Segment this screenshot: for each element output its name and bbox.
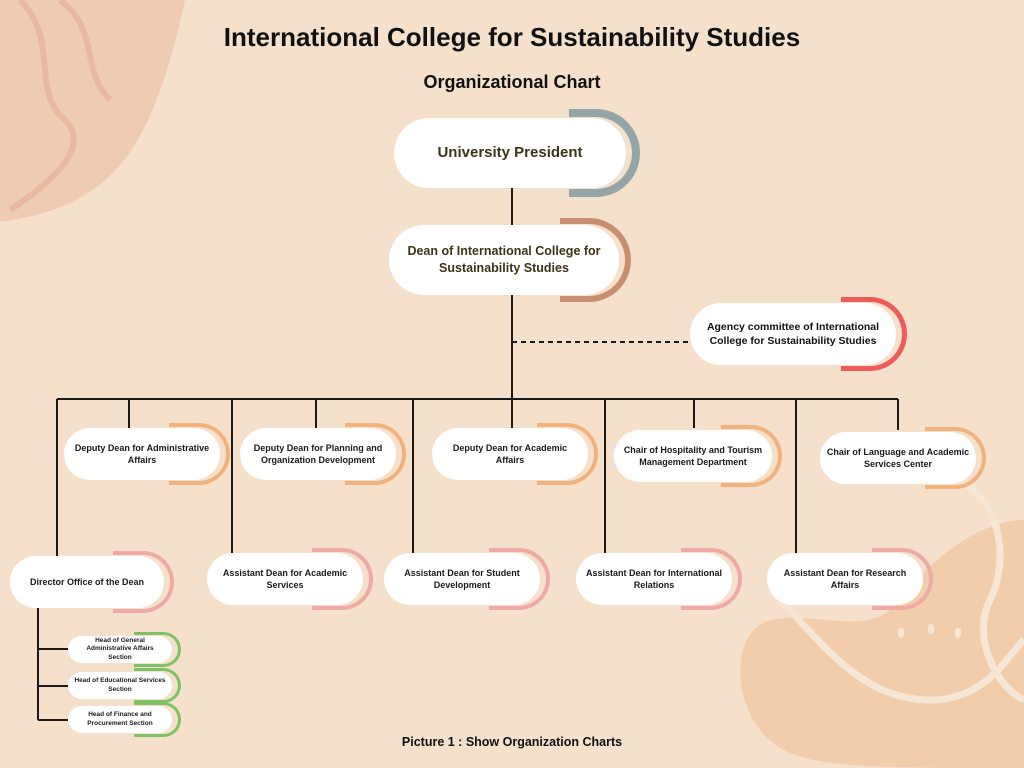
- page-title: International College for Sustainability…: [223, 22, 801, 52]
- accent-arc: [721, 425, 782, 487]
- accent-arc: [569, 109, 640, 197]
- node-label: Head of Educational Services Section: [74, 677, 166, 693]
- node-label: Deputy Dean for Planning and Organizatio…: [253, 442, 383, 465]
- figure-caption: Picture 1 : Show Organization Charts: [401, 735, 623, 749]
- chart-subtitle: Organizational Chart: [423, 72, 601, 92]
- node-deputy-dean-academic: Deputy Dean for Academic Affairs: [432, 423, 598, 485]
- accent-arc: [537, 423, 598, 485]
- node-label: Director Office of the Dean: [29, 576, 145, 587]
- node-deputy-dean-administrative: Deputy Dean for Administrative Affairs: [64, 423, 230, 485]
- node-label: Assistant Dean for Research Affairs: [783, 567, 907, 590]
- node-label: Agency committee of International Colleg…: [706, 320, 880, 347]
- node-chair-language: Chair of Language and Academic Services …: [820, 427, 986, 489]
- accent-arc: [113, 551, 174, 613]
- node-agency-committee: Agency committee of International Colleg…: [690, 297, 907, 371]
- accent-arc: [134, 632, 181, 667]
- accent-arc: [489, 548, 550, 610]
- node-label: Chair of Language and Academic Services …: [826, 446, 970, 469]
- accent-arc: [345, 423, 406, 485]
- node-head-educational: Head of Educational Services Section: [68, 668, 181, 703]
- accent-arc: [312, 548, 373, 610]
- node-head-finance: Head of Finance and Procurement Section: [68, 702, 181, 737]
- node-chair-hospitality: Chair of Hospitality and Tourism Managem…: [614, 425, 782, 487]
- accent-arc: [925, 427, 986, 489]
- node-label: Deputy Dean for Administrative Affairs: [74, 442, 210, 465]
- node-university-president: University President: [394, 109, 640, 197]
- accent-arc: [560, 218, 631, 302]
- node-assistant-dean-academic-services: Assistant Dean for Academic Services: [207, 548, 373, 610]
- node-head-general-admin: Head of General Administrative Affairs S…: [68, 632, 181, 667]
- node-assistant-dean-research: Assistant Dean for Research Affairs: [767, 548, 933, 610]
- node-label: Assistant Dean for Student Development: [404, 567, 520, 590]
- accent-arc: [841, 297, 907, 371]
- node-label: University President: [437, 143, 583, 161]
- node-label: Dean of International College for Sustai…: [407, 244, 601, 275]
- node-director-office: Director Office of the Dean: [10, 551, 174, 613]
- accent-arc: [134, 702, 181, 737]
- accent-arc: [681, 548, 742, 610]
- node-label: Head of Finance and Procurement Section: [87, 711, 153, 727]
- accent-arc: [872, 548, 933, 610]
- node-label: Assistant Dean for International Relatio…: [585, 567, 723, 590]
- node-assistant-dean-international: Assistant Dean for International Relatio…: [576, 548, 742, 610]
- node-assistant-dean-student-development: Assistant Dean for Student Development: [384, 548, 550, 610]
- node-label: Deputy Dean for Academic Affairs: [452, 442, 568, 465]
- accent-arc: [169, 423, 230, 485]
- node-label: Chair of Hospitality and Tourism Managem…: [623, 444, 763, 467]
- node-label: Head of General Administrative Affairs S…: [86, 637, 154, 661]
- node-deputy-dean-planning: Deputy Dean for Planning and Organizatio…: [240, 423, 406, 485]
- node-dean: Dean of International College for Sustai…: [389, 218, 631, 302]
- node-label: Assistant Dean for Academic Services: [222, 567, 348, 590]
